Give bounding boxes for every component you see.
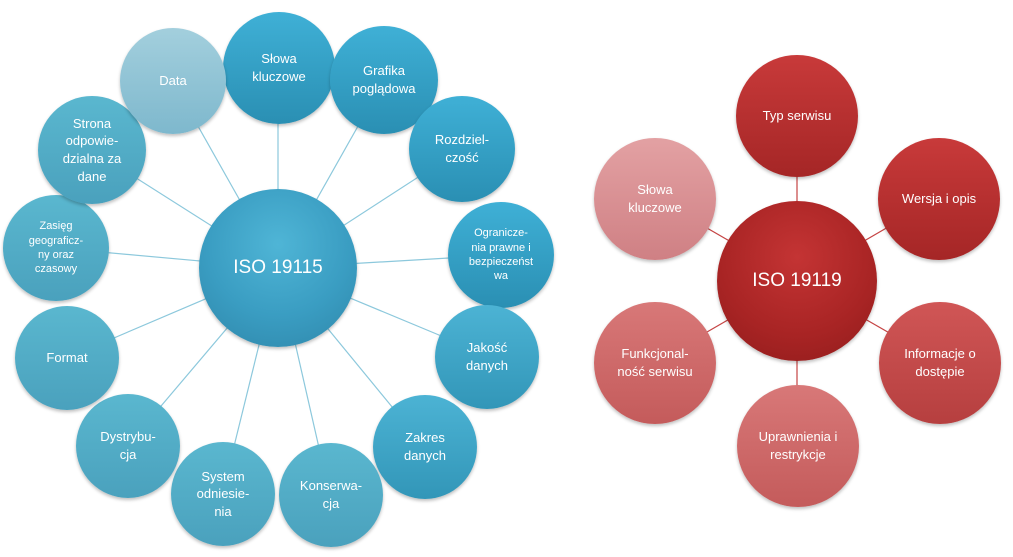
node-ograniczenia-prawne: Ogranicze- nia prawne i bezpieczeńst wa [448,202,554,308]
node-rozdzielczosc: Rozdziel- czość [409,96,515,202]
node-dystrybucja: Dystrybu- cja [76,394,180,498]
node-slowa-kluczowe-19119: Słowa kluczowe [594,138,716,260]
node-funkcjonalnosc-serwisu: Funkcjonal- ność serwisu [594,302,716,424]
node-system-odniesienia: System odniesie- nia [171,442,275,546]
node-strona-odpowiedzialna: Strona odpowie- dzialna za dane [38,96,146,204]
node-zakres-danych: Zakres danych [373,395,477,499]
node-typ-serwisu: Typ serwisu [736,55,858,177]
node-data: Data [120,28,226,134]
node-jakosc-danych: Jakość danych [435,305,539,409]
iso-19119-center: ISO 19119 [717,201,877,361]
iso-19115-center: ISO 19115 [199,189,357,347]
node-slowa-kluczowe: Słowa kluczowe [223,12,335,124]
node-uprawnienia-i-restrykcje: Uprawnienia i restrykcje [737,385,859,507]
node-informacje-o-dostepie: Informacje o dostępie [879,302,1001,424]
node-format: Format [15,306,119,410]
node-konserwacja: Konserwa- cja [279,443,383,547]
node-wersja-i-opis: Wersja i opis [878,138,1000,260]
node-zasieg-geograficzny: Zasięg geograficz- ny oraz czasowy [3,195,109,301]
